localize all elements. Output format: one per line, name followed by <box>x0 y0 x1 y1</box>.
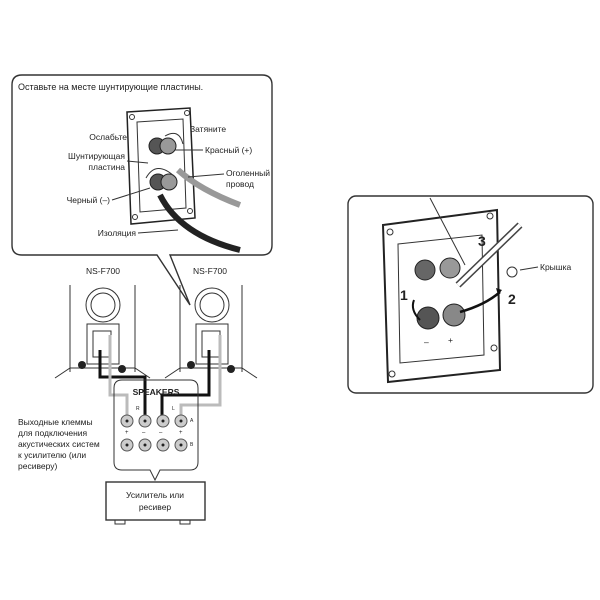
speaker-right: NS-F700 <box>164 266 258 379</box>
bare-wire <box>175 167 242 208</box>
label-loosen: Ослабьте <box>89 132 127 142</box>
label-black: Черный (–) <box>67 195 111 205</box>
model-label-right: NS-F700 <box>193 266 227 276</box>
output-label-line: для подключения <box>18 428 88 438</box>
label-r: R <box>136 406 140 412</box>
label-insulation: Изоляция <box>98 228 137 238</box>
output-terminals-label: Выходные клеммы для подключения акустиче… <box>18 417 100 471</box>
label-minus-r: – <box>142 430 146 436</box>
label-b: B <box>190 442 194 448</box>
label-jumper-2: пластина <box>88 162 125 172</box>
label-l: L <box>172 406 175 412</box>
label-minus-l: – <box>159 430 163 436</box>
cap-label: Крышка <box>540 262 572 272</box>
terminal-callout: Оставьте на месте шунтирующие пластины. … <box>11 74 273 306</box>
terminal-plate <box>126 107 196 225</box>
amplifier: Усилитель или ресивер <box>105 481 206 525</box>
insulated-wire <box>157 193 241 253</box>
cap-removal-panel: 1 2 3 Крышка – + <box>347 195 594 394</box>
label-tighten: Затяните <box>190 124 226 134</box>
label-plus-l: + <box>179 430 183 436</box>
plus-label: + <box>448 335 453 345</box>
label-a: A <box>190 418 194 424</box>
label-plus-r: + <box>125 430 129 436</box>
label-bare-wire-2: провод <box>226 179 254 189</box>
output-label-line: Выходные клеммы <box>18 417 93 427</box>
output-label-line: к усилителю (или <box>18 450 86 460</box>
amplifier-label: Усилитель или <box>126 490 184 500</box>
amp-speaker-terminals: SPEAKERS R L A B + – – + <box>113 379 199 482</box>
output-label-line: ресиверу) <box>18 461 57 471</box>
speaker-left: NS-F700 <box>54 266 151 379</box>
step-1-label: 1 <box>400 287 408 303</box>
speakers-title: SPEAKERS <box>133 387 180 397</box>
step-2-label: 2 <box>508 291 516 307</box>
step-3-label: 3 <box>478 233 486 249</box>
model-label-left: NS-F700 <box>86 266 120 276</box>
callout-title: Оставьте на месте шунтирующие пластины. <box>18 82 203 92</box>
minus-label: – <box>424 337 429 347</box>
amplifier-label-2: ресивер <box>139 502 172 512</box>
label-red: Красный (+) <box>205 145 252 155</box>
label-jumper: Шунтирующая <box>68 151 125 161</box>
output-label-line: акустических систем <box>18 439 100 449</box>
label-bare-wire: Оголенный <box>226 168 270 178</box>
cap-icon <box>506 266 518 278</box>
